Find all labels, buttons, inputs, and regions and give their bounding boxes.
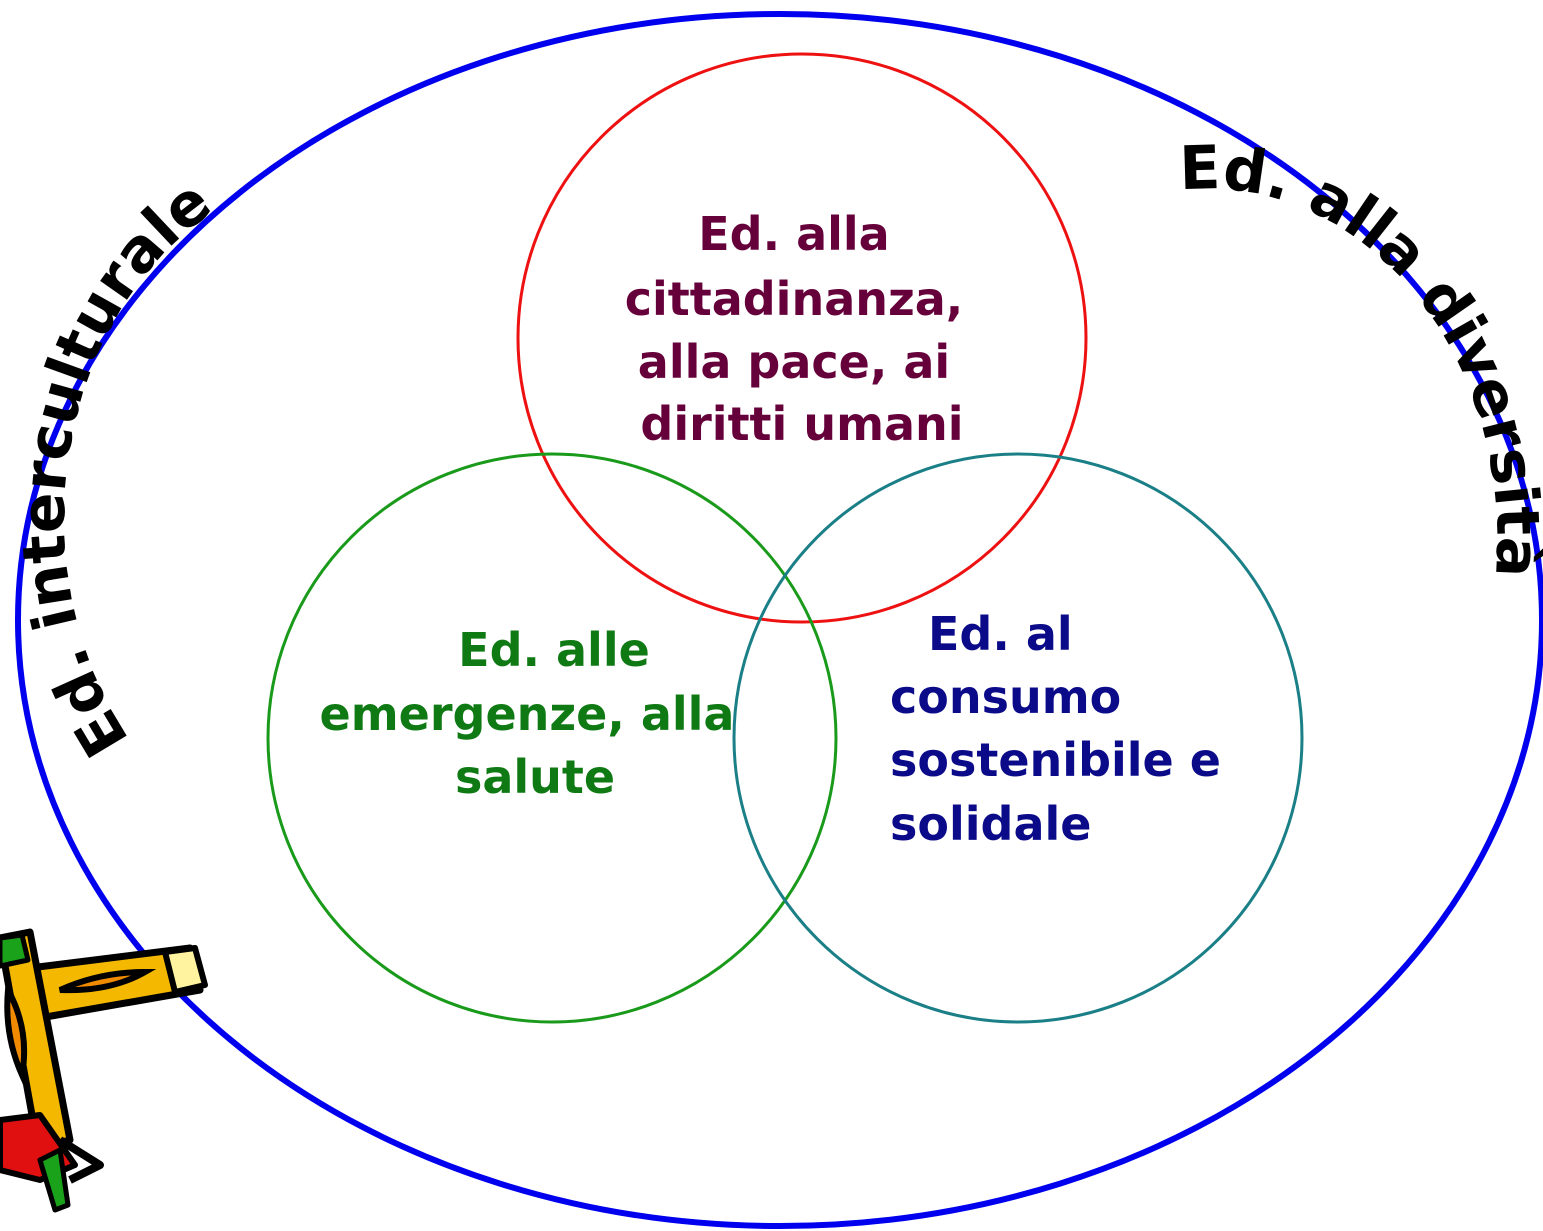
citizenship-line-4: diritti umani xyxy=(640,397,963,451)
emergencies-line-2: emergenze, alla xyxy=(320,687,735,741)
citizenship-line-2: cittadinanza, xyxy=(625,272,964,326)
outer-ellipse xyxy=(15,11,1543,1229)
consumption-line-4: solidale xyxy=(890,797,1091,851)
circle-emergencies-health xyxy=(266,452,838,1024)
citizenship-line-1: Ed. alla xyxy=(698,207,889,261)
circle-sustainable-consumption xyxy=(732,452,1304,1024)
label-intercultural-education: Ed. interculturale xyxy=(9,166,224,768)
emergencies-health-label: Ed. alle emergenze, alla salute xyxy=(320,623,751,804)
citizenship-line-3: alla pace, ai xyxy=(638,335,950,389)
citizenship-label: Ed. alla cittadinanza, alla pace, ai dir… xyxy=(625,207,980,451)
consumption-line-2: consumo xyxy=(890,670,1121,724)
label-diversity-text: Ed. alla diversità xyxy=(1178,133,1543,579)
consumption-line-1: Ed. al xyxy=(928,607,1073,661)
label-diversity-education: Ed. alla diversità xyxy=(1178,133,1543,579)
sustainable-consumption-label: Ed. al consumo sostenibile e solidale xyxy=(890,607,1237,851)
emergencies-line-3: salute xyxy=(455,750,615,804)
consumption-line-3: sostenibile e xyxy=(890,733,1221,787)
emergencies-line-1: Ed. alle xyxy=(458,623,650,677)
circle-citizenship xyxy=(516,52,1088,624)
label-intercultural-text: Ed. interculturale xyxy=(9,166,224,768)
pencil-cross-icon xyxy=(0,928,208,1213)
